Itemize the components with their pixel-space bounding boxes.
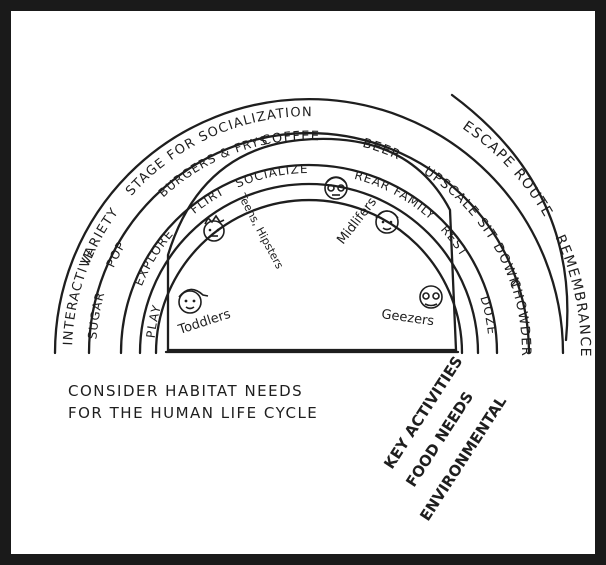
ring-text-coffee: COFFEE <box>260 129 320 149</box>
ring-text-beer: BEER <box>361 136 403 163</box>
ring-text-upscale: UPSCALE SIT DOWN <box>421 164 523 291</box>
ring-text-doze: DOZE <box>477 294 499 336</box>
caption-line-1: CONSIDER HABITAT NEEDS <box>68 382 303 400</box>
ring-text-sugar: SUGAR <box>85 290 107 340</box>
ring-text-chowder: CHOWDER <box>506 277 533 357</box>
ring-text-rest: REST <box>438 222 471 259</box>
life-stage-geezers: Geezers <box>380 307 435 329</box>
ring-text-socialize: SOCIALIZE <box>233 162 308 191</box>
ring-text-remembrance: REMEMBRANCE <box>552 232 593 358</box>
caption-line-2: FOR THE HUMAN LIFE CYCLE <box>68 404 318 422</box>
ring-text-pop: POP <box>103 239 128 270</box>
toddler-face-icon <box>179 289 208 313</box>
geezer-face-icon <box>420 286 442 308</box>
